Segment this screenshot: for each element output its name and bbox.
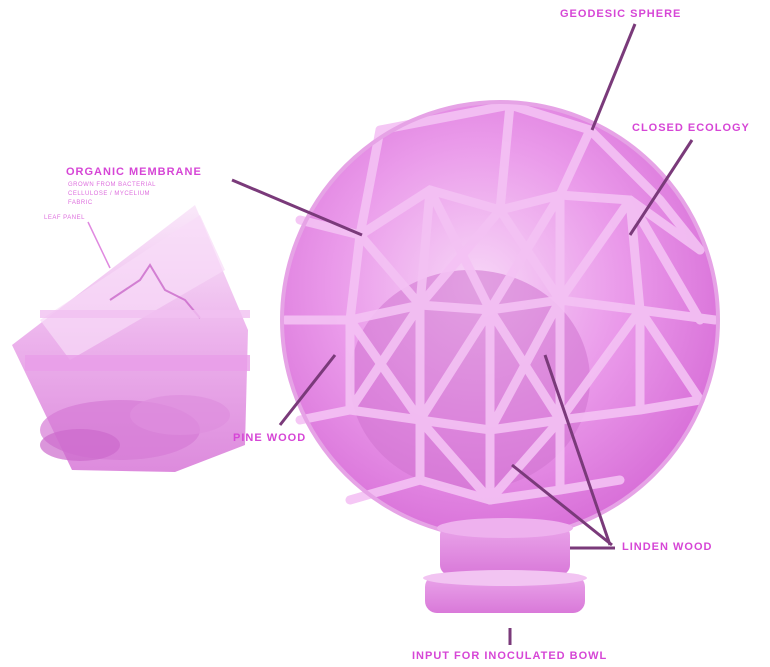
base-bowl bbox=[423, 518, 587, 613]
geodesic-sphere bbox=[282, 102, 718, 538]
leaf-panel-leader bbox=[88, 222, 110, 268]
label-pine-wood: Pine Wood bbox=[233, 432, 306, 444]
label-linden-wood: Linden Wood bbox=[622, 541, 712, 553]
label-membrane-note-1: grown from bacterial bbox=[68, 182, 156, 188]
label-membrane-note-3: fabric bbox=[68, 200, 93, 206]
label-organic-membrane: Organic Membrane bbox=[66, 166, 202, 178]
label-geodesic-sphere: Geodesic Sphere bbox=[560, 8, 681, 20]
label-closed-ecology: Closed Ecology bbox=[632, 122, 750, 134]
label-input-bowl: Input for inoculated bowl bbox=[412, 650, 607, 662]
label-leaf-panel: leaf panel bbox=[44, 215, 85, 221]
label-membrane-note-2: cellulose / mycelium bbox=[68, 191, 150, 197]
membrane-detail-panel bbox=[12, 205, 250, 472]
